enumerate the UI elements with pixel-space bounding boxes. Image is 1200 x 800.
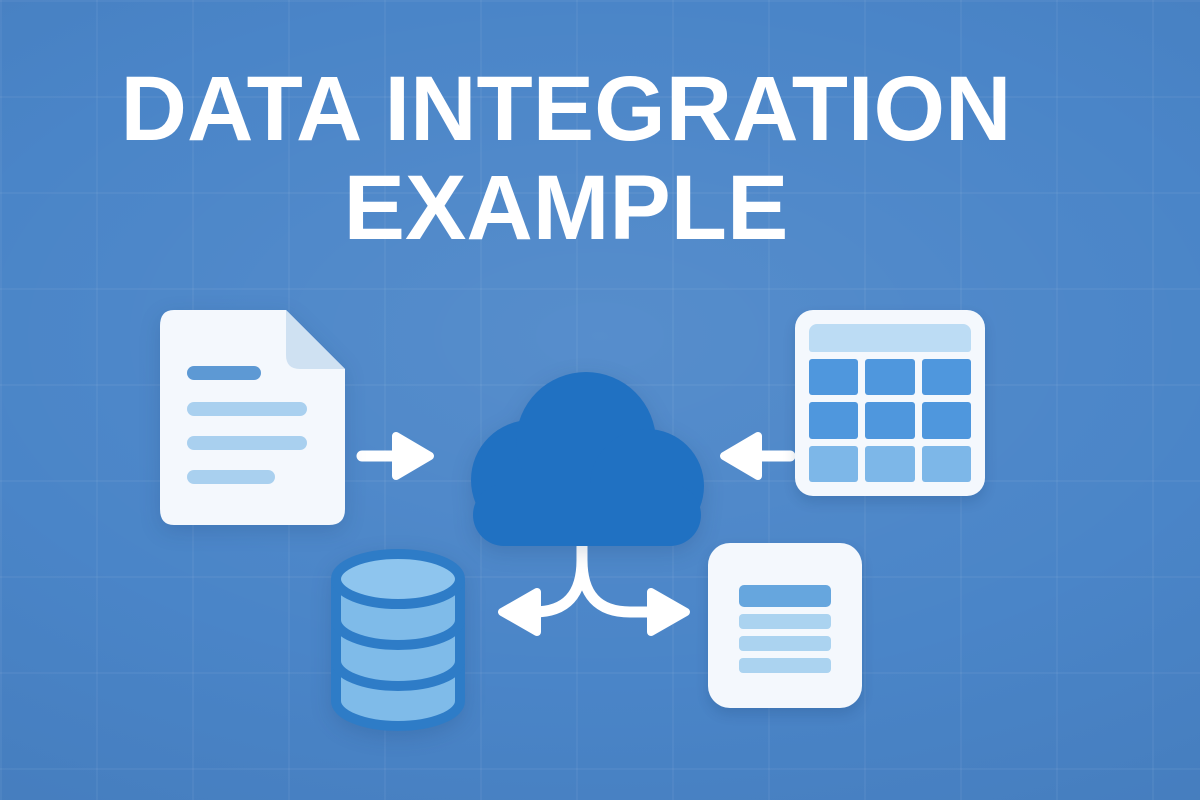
cloud-icon (471, 372, 704, 546)
report-line-bar (739, 636, 831, 651)
table-cell (921, 445, 971, 482)
table-cell (865, 445, 915, 482)
arrow-cloud-branch-icon (498, 538, 690, 636)
table-body-grid (809, 359, 971, 482)
table-cell (809, 359, 859, 396)
report-header-bar (739, 585, 831, 607)
arrow-table-to-cloud-icon (720, 432, 796, 480)
table-grid-icon (795, 310, 985, 496)
report-line-bar (739, 614, 831, 629)
table-header-row (809, 324, 971, 352)
table-cell (865, 402, 915, 439)
arrow-document-to-cloud-icon (356, 432, 434, 480)
title-line-1: DATA INTEGRATION (120, 58, 1012, 160)
table-cell (865, 359, 915, 396)
document-icon (160, 310, 345, 525)
report-document-icon (708, 543, 862, 708)
page-title: DATA INTEGRATION EXAMPLE (0, 58, 1132, 260)
table-cell (809, 402, 859, 439)
table-cell (921, 359, 971, 396)
table-cell (921, 402, 971, 439)
report-line-bar (739, 658, 831, 673)
database-cylinder-icon (331, 549, 465, 731)
title-line-2: EXAMPLE (343, 157, 789, 260)
table-cell (809, 445, 859, 482)
